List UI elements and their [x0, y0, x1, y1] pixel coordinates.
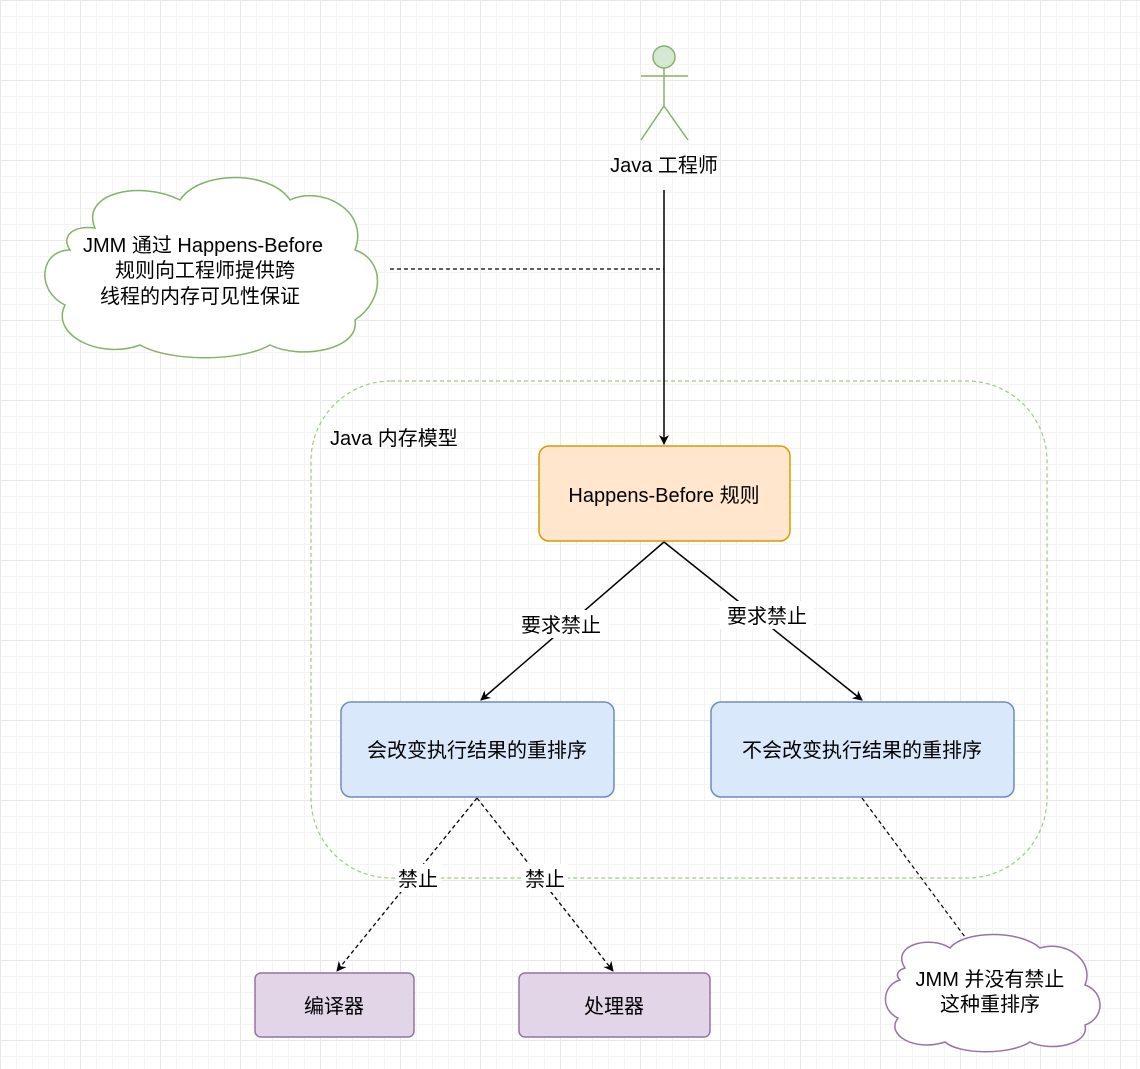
- memory-model-label: Java 内存模型: [330, 427, 458, 450]
- note-top-line-2: 规则向工程师提供跨: [115, 259, 295, 282]
- note-bottom-line-2: 这种重排序: [940, 993, 1040, 1016]
- nonchanging-reordering-node: [710, 701, 1015, 798]
- arrow-forbid-compiler: [336, 797, 478, 972]
- nonchanging-reordering-label: 不会改变执行结果的重排序: [742, 739, 982, 762]
- rules-node: [538, 445, 791, 542]
- note-bottom-line-1: JMM 并没有禁止: [916, 968, 1065, 991]
- rules-node-label: Happens-Before 规则: [568, 484, 759, 507]
- changing-reordering-label: 会改变执行结果的重排序: [367, 739, 587, 762]
- compiler-node: [254, 972, 415, 1038]
- engineer-actor-icon: [640, 45, 689, 141]
- processor-node-label: 处理器: [584, 995, 644, 1018]
- edge-label-require-forbid-left: 要求禁止: [521, 614, 601, 637]
- memory-model-container: [310, 380, 1048, 879]
- edge-label-forbid-right: 禁止: [525, 868, 565, 891]
- compiler-node-label: 编译器: [304, 995, 364, 1018]
- note-top-line-3: 线程的内存可见性保证: [100, 285, 300, 308]
- arrow-forbid-processor: [476, 797, 614, 972]
- edge-label-forbid-left: 禁止: [398, 868, 438, 891]
- processor-node: [518, 972, 711, 1038]
- engineer-label: Java 工程师: [610, 154, 718, 177]
- changing-reordering-node: [340, 701, 615, 798]
- note-cloud-top: [44, 176, 379, 359]
- note-bottom-connector: [861, 797, 966, 938]
- note-cloud-bottom: [884, 933, 1101, 1053]
- note-top-line-1: JMM 通过 Happens-Before: [83, 234, 323, 257]
- edge-label-require-forbid-right: 要求禁止: [727, 605, 807, 628]
